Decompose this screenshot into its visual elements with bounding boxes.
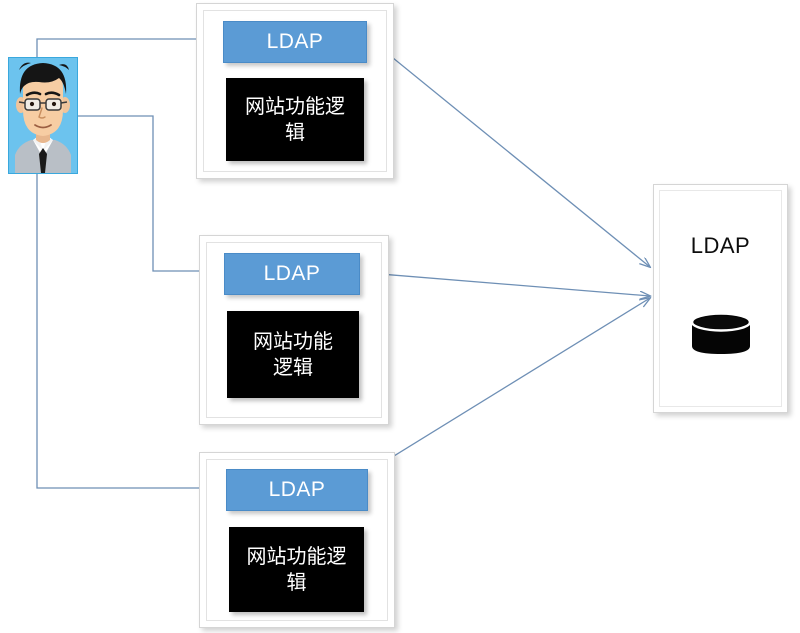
app-node-1-frame — [203, 10, 387, 172]
app-node-2-logic-label: 网站功能逻辑 — [253, 330, 333, 379]
connector-app-3-to-server — [367, 298, 650, 473]
app-node-2-logic-box[interactable]: 网站功能逻辑 — [227, 311, 359, 398]
connector-user-to-app-1 — [36, 39, 218, 57]
ldap-server-frame — [659, 190, 782, 407]
user-avatar — [8, 57, 78, 174]
app-node-2-frame — [206, 242, 382, 418]
ldap-server-panel[interactable]: LDAP — [653, 184, 788, 413]
ldap-server-title: LDAP — [690, 233, 751, 258]
connector-app-1-to-server — [365, 35, 650, 267]
app-node-1-ldap-box[interactable]: LDAP — [223, 21, 367, 63]
app-node-3[interactable]: LDAP 网站功能逻辑 — [199, 452, 395, 628]
app-node-1[interactable]: LDAP 网站功能逻辑 — [196, 3, 394, 179]
app-node-2-ldap-box[interactable]: LDAP — [224, 253, 360, 295]
app-node-2-ldap-label: LDAP — [263, 262, 321, 285]
app-node-3-logic-label: 网站功能逻辑 — [246, 545, 347, 594]
app-node-1-logic-label: 网站功能逻辑 — [245, 95, 345, 144]
user-avatar-icon — [9, 58, 77, 173]
app-node-3-ldap-label: LDAP — [268, 478, 326, 501]
app-node-3-frame — [206, 459, 388, 621]
app-node-2[interactable]: LDAP 网站功能逻辑 — [199, 235, 389, 425]
app-node-1-logic-box[interactable]: 网站功能逻辑 — [226, 78, 364, 161]
app-node-1-ldap-label: LDAP — [266, 30, 324, 53]
connector-user-to-app-3 — [36, 174, 218, 488]
app-node-3-logic-box[interactable]: 网站功能逻辑 — [229, 527, 364, 612]
connector-app-2-to-server — [355, 271, 650, 296]
database-cylinder-icon — [683, 308, 759, 365]
app-node-3-ldap-box[interactable]: LDAP — [226, 469, 368, 511]
